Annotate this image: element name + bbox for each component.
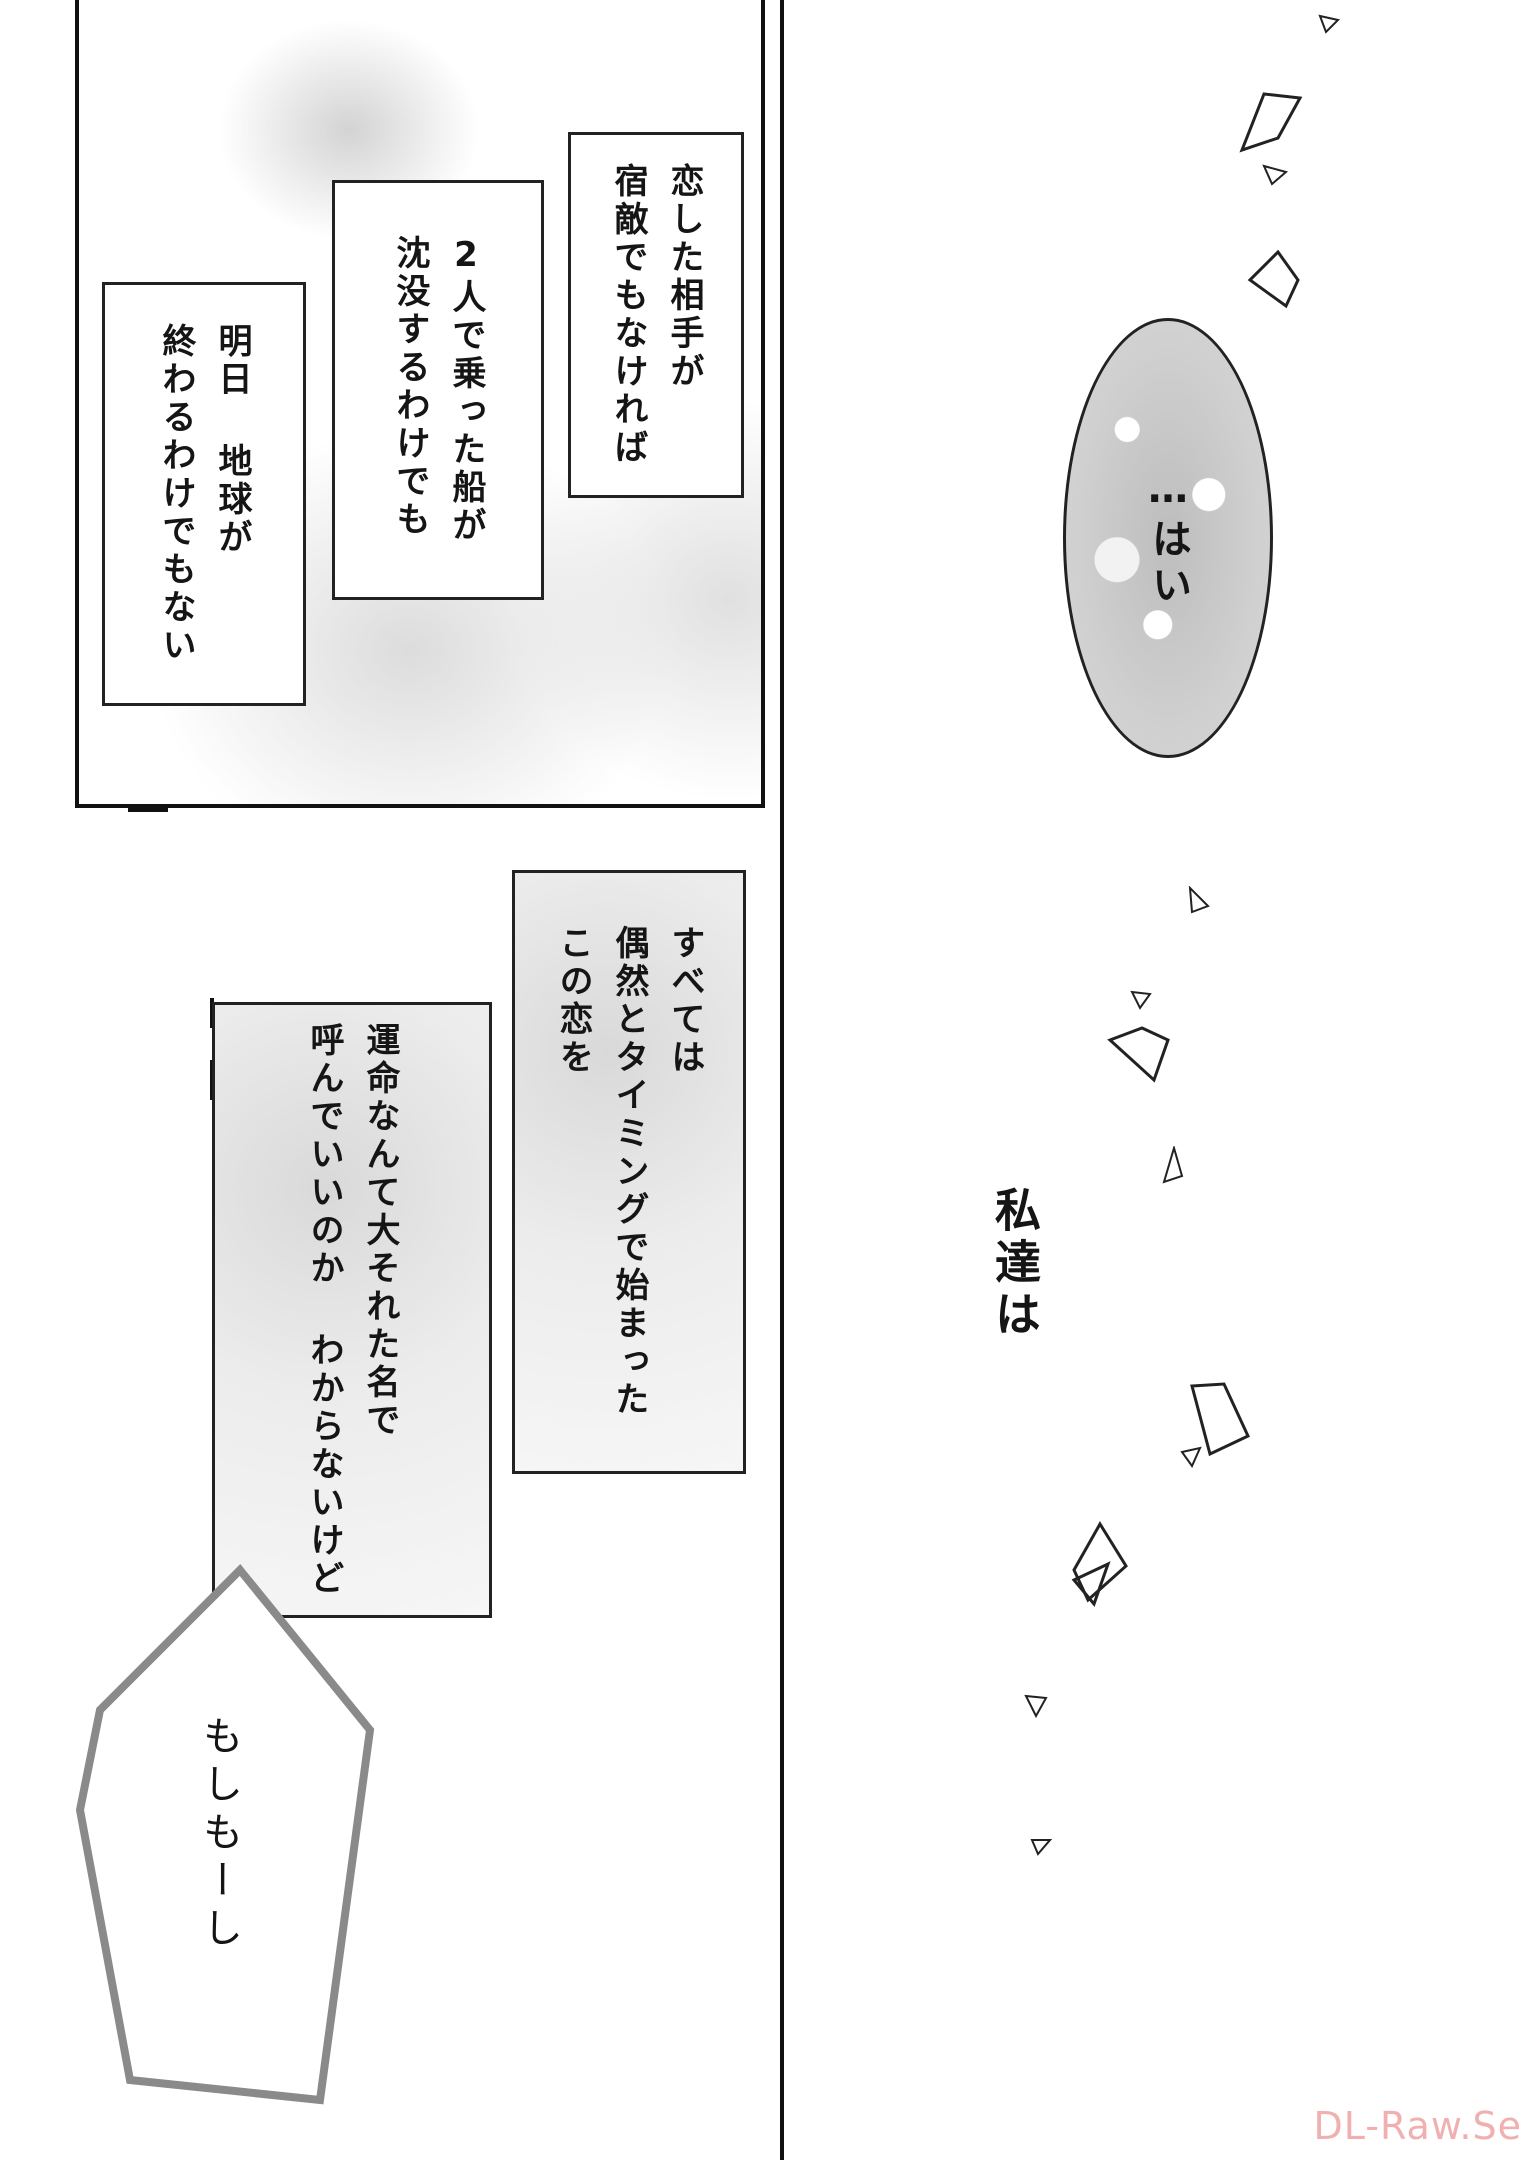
glass-shard	[1188, 886, 1210, 914]
glass-shard	[1262, 164, 1289, 186]
glass-shard	[1247, 250, 1300, 309]
caption-box-4: すべては偶然とタイミングで始まったこの恋を	[512, 870, 746, 1474]
glass-shard	[1030, 1839, 1052, 1856]
glass-shard	[1071, 1521, 1128, 1607]
phone-speech-bubble	[75, 1564, 375, 2105]
glass-shard	[1190, 1382, 1250, 1457]
glass-shard	[1024, 1694, 1048, 1719]
caption-box-3: 明日 地球が終わるわけでもない	[102, 282, 306, 706]
caption-box-5: 運命なんて大それた名で呼んでいいのか わからないけど	[212, 1002, 492, 1618]
oval-speech-text: …はい	[1145, 466, 1191, 610]
narration-text: 私達は	[988, 1186, 1042, 1342]
caption-text-3: 明日 地球が終わるわけでもない	[156, 323, 252, 665]
gutter-dash	[128, 808, 168, 812]
glass-shard	[1239, 92, 1303, 153]
oval-speech-bubble: …はい	[1063, 318, 1273, 758]
caption-box-2: 2人で乗った船が沈没するわけでも	[332, 180, 544, 600]
caption-box-1: 恋した相手が宿敵でもなければ	[568, 132, 744, 498]
glass-shard	[1318, 14, 1340, 34]
panel-divider	[780, 0, 784, 2160]
glass-shard	[1180, 1446, 1202, 1468]
caption-text-1: 恋した相手が宿敵でもなければ	[608, 163, 704, 467]
caption-text-2: 2人で乗った船が沈没するわけでも	[390, 235, 486, 545]
caption-text-4: すべては偶然とタイミングで始まったこの恋を	[553, 925, 705, 1419]
glass-shard	[1107, 1026, 1170, 1083]
caption-text-5: 運命なんて大それた名で呼んでいいのか わからないけど	[304, 1022, 400, 1598]
glass-shard	[1162, 1146, 1184, 1184]
watermark: DL-Raw.Se	[1313, 2104, 1522, 2148]
glass-shard	[1130, 990, 1152, 1010]
phone-speech-text: もしもーし	[196, 1715, 242, 1955]
